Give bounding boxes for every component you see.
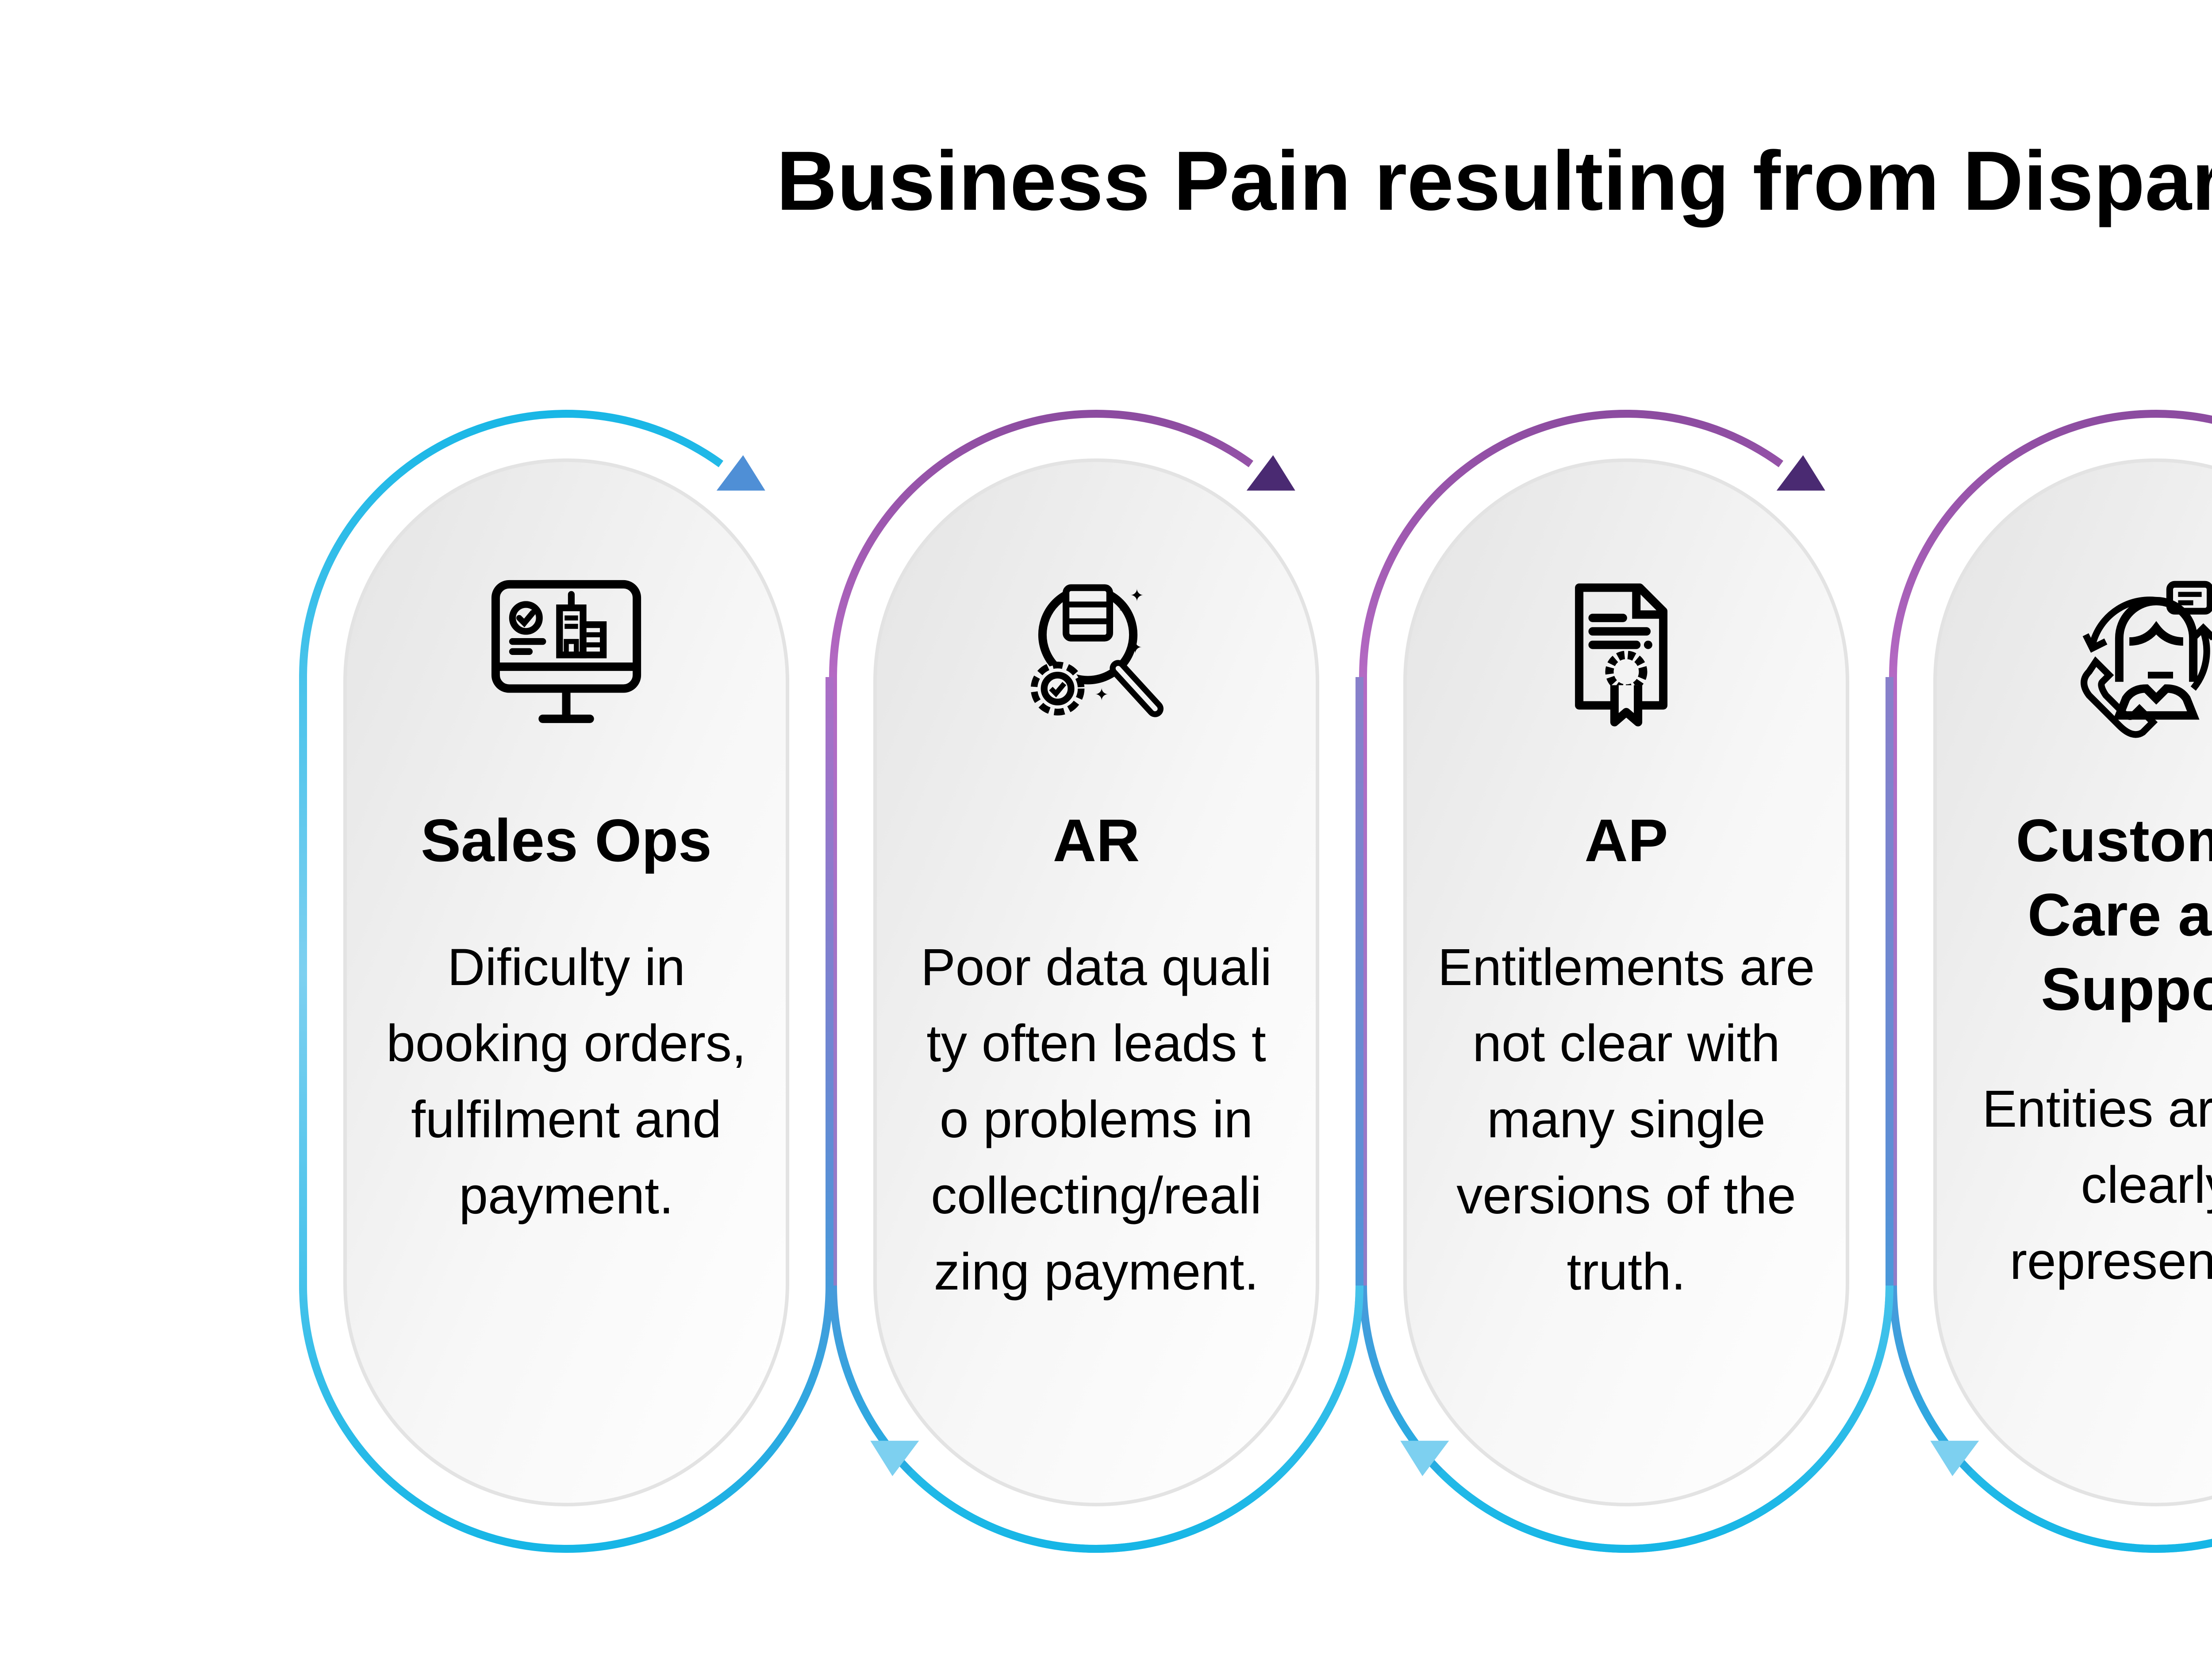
flow-connector-bottom-arrow (1437, 1285, 1893, 1553)
svg-text:✦: ✦ (1128, 638, 1142, 657)
arrow-left-icon (870, 1440, 919, 1476)
card-background (1403, 458, 1849, 1506)
svg-text:✦: ✦ (1094, 685, 1109, 704)
arrow-left-icon (1400, 1440, 1449, 1476)
card-title: AR (1052, 807, 1140, 874)
flow-connector-bottom-arrow (1967, 1469, 2212, 1553)
flow-connector-bottom-left (299, 1285, 567, 1553)
flow-connector-top (829, 409, 1254, 1286)
arrow-right-icon (1776, 455, 1825, 491)
flow-connector-bottom-arrow (907, 1285, 1363, 1553)
card-title: Sales Ops (421, 807, 712, 874)
flow-connector-top (1359, 409, 1784, 1286)
flow-connector-top (299, 409, 724, 1286)
page-title: Business Pain resulting from Disparate D… (776, 134, 2212, 228)
card-description: Dificulty in booking orders, fulfilment … (386, 938, 746, 1225)
card-background (343, 458, 789, 1506)
flow-connector-right (566, 677, 833, 1553)
card-background (873, 458, 1319, 1506)
card-description: Entities are not clearly represented. (1982, 1080, 2212, 1290)
flow-connector-top (1889, 409, 2212, 1286)
card-description: Poor data quality often leads to problem… (921, 938, 1272, 1301)
monitor-building-icon (482, 571, 650, 739)
arrow-right-icon (1246, 455, 1295, 491)
customer-support-agent-icon (2072, 571, 2212, 739)
arrow-right-icon (716, 455, 765, 491)
certificate-document-icon (1542, 571, 1710, 739)
arrow-left-icon (1930, 1440, 1979, 1476)
svg-text:✦: ✦ (1130, 585, 1144, 605)
card-background (1933, 458, 2212, 1506)
card-title: AP (1584, 807, 1668, 874)
card-description: Entitlements are not clear with many sin… (1437, 938, 1815, 1301)
card-title: Customer Care and Support (2016, 807, 2212, 1023)
database-search-gear-icon: ✦ ✦ ✦ ✦ (1012, 571, 1180, 739)
svg-text:✦: ✦ (1118, 601, 1132, 620)
